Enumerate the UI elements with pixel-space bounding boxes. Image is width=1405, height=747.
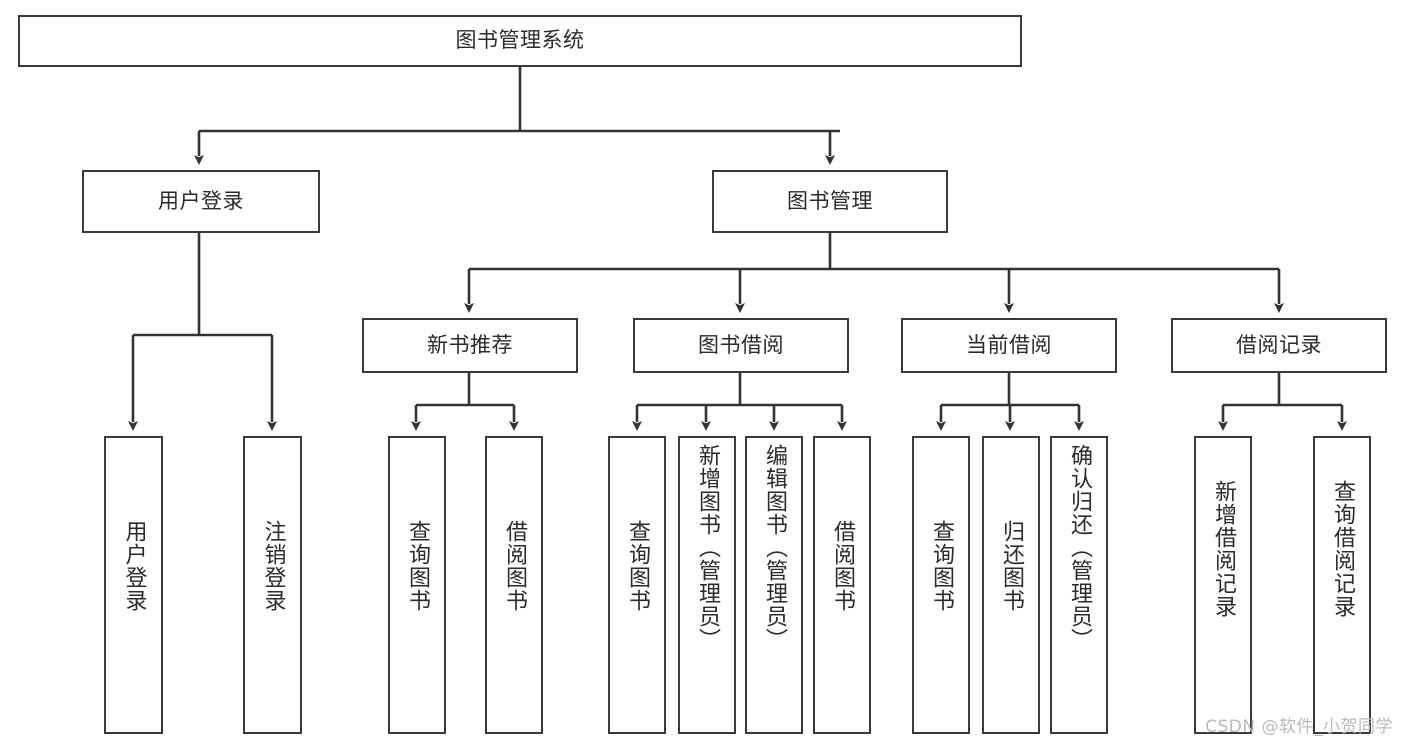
leaf-add-book-admin[interactable]: 新增图书（管理员）: [678, 436, 736, 734]
node-book-management[interactable]: 图书管理: [712, 170, 948, 233]
leaf-confirm-return-admin[interactable]: 确认归还（管理员）: [1050, 436, 1108, 734]
leaf-query-borrow-record[interactable]: 查询借阅记录: [1313, 436, 1371, 734]
leaf-return-book[interactable]: 归还图书: [982, 436, 1040, 734]
node-book-borrow[interactable]: 图书借阅: [633, 318, 849, 373]
node-label: 查询图书: [404, 520, 430, 612]
leaf-logout-login[interactable]: 注销登录: [243, 436, 302, 734]
node-label: 确认归还（管理员）: [1066, 444, 1092, 651]
node-label: 新书推荐: [427, 332, 513, 357]
node-borrow-record[interactable]: 借阅记录: [1171, 318, 1387, 373]
node-label: 用户登录: [158, 188, 244, 213]
leaf-query-book-current[interactable]: 查询图书: [912, 436, 970, 734]
node-new-book-recommend[interactable]: 新书推荐: [362, 318, 578, 373]
node-user-login[interactable]: 用户登录: [82, 170, 320, 233]
leaf-borrow-book[interactable]: 借阅图书: [813, 436, 871, 734]
leaf-borrow-book-recommend[interactable]: 借阅图书: [485, 436, 543, 734]
node-root-book-management-system[interactable]: 图书管理系统: [18, 15, 1022, 67]
node-label: 查询图书: [624, 520, 650, 612]
leaf-query-book-recommend[interactable]: 查询图书: [388, 436, 446, 734]
leaf-add-borrow-record[interactable]: 新增借阅记录: [1194, 436, 1252, 734]
node-label: 借阅图书: [501, 520, 527, 612]
node-label: 新增借阅记录: [1210, 480, 1236, 618]
node-label: 归还图书: [998, 520, 1024, 612]
csdn-watermark: CSDN @软件_小贺同学: [1205, 717, 1393, 737]
node-label: 当前借阅: [966, 332, 1052, 357]
node-label: 图书管理系统: [455, 28, 585, 53]
node-label: 图书管理: [787, 188, 873, 213]
node-label: 新增图书（管理员）: [694, 444, 720, 651]
node-label: 注销登录: [260, 520, 286, 612]
node-label: 查询借阅记录: [1329, 480, 1355, 618]
node-label: 编辑图书（管理员）: [761, 444, 787, 651]
node-label: 查询图书: [928, 520, 954, 612]
node-label: 图书借阅: [698, 332, 784, 357]
node-label: 用户登录: [121, 520, 147, 612]
node-label: 借阅图书: [829, 520, 855, 612]
leaf-edit-book-admin[interactable]: 编辑图书（管理员）: [745, 436, 803, 734]
node-current-borrow[interactable]: 当前借阅: [901, 318, 1117, 373]
node-label: 借阅记录: [1236, 332, 1322, 357]
leaf-query-book-borrow[interactable]: 查询图书: [608, 436, 666, 734]
leaf-user-login[interactable]: 用户登录: [104, 436, 163, 734]
